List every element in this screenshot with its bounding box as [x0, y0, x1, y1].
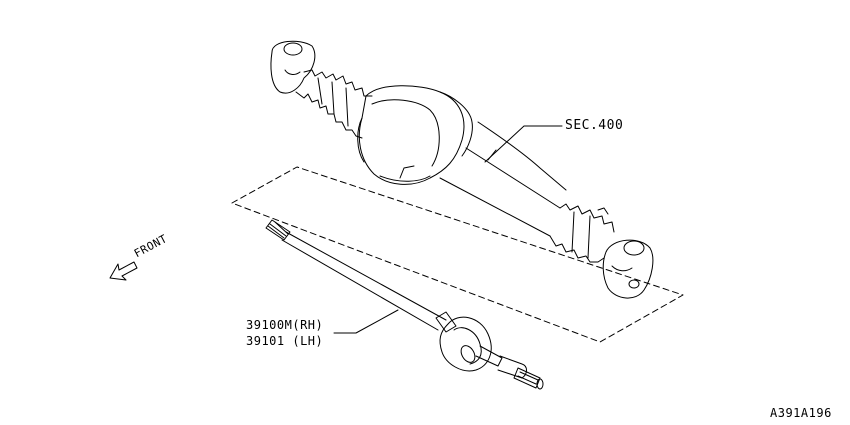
- leader-part: [333, 309, 399, 334]
- diagram-code-label: A391A196: [770, 406, 832, 420]
- axle-housing: [270, 40, 654, 299]
- section-reference-label: SEC.400: [565, 118, 624, 133]
- drive-shaft: [265, 219, 544, 390]
- part-number-rh-label: 39100M(RH): [246, 318, 324, 332]
- part-number-lh-label: 39101 (LH): [246, 334, 324, 348]
- front-arrow-icon: [109, 261, 138, 281]
- assembly-boundary-dashed: [231, 166, 684, 343]
- leader-sec400: [484, 125, 563, 163]
